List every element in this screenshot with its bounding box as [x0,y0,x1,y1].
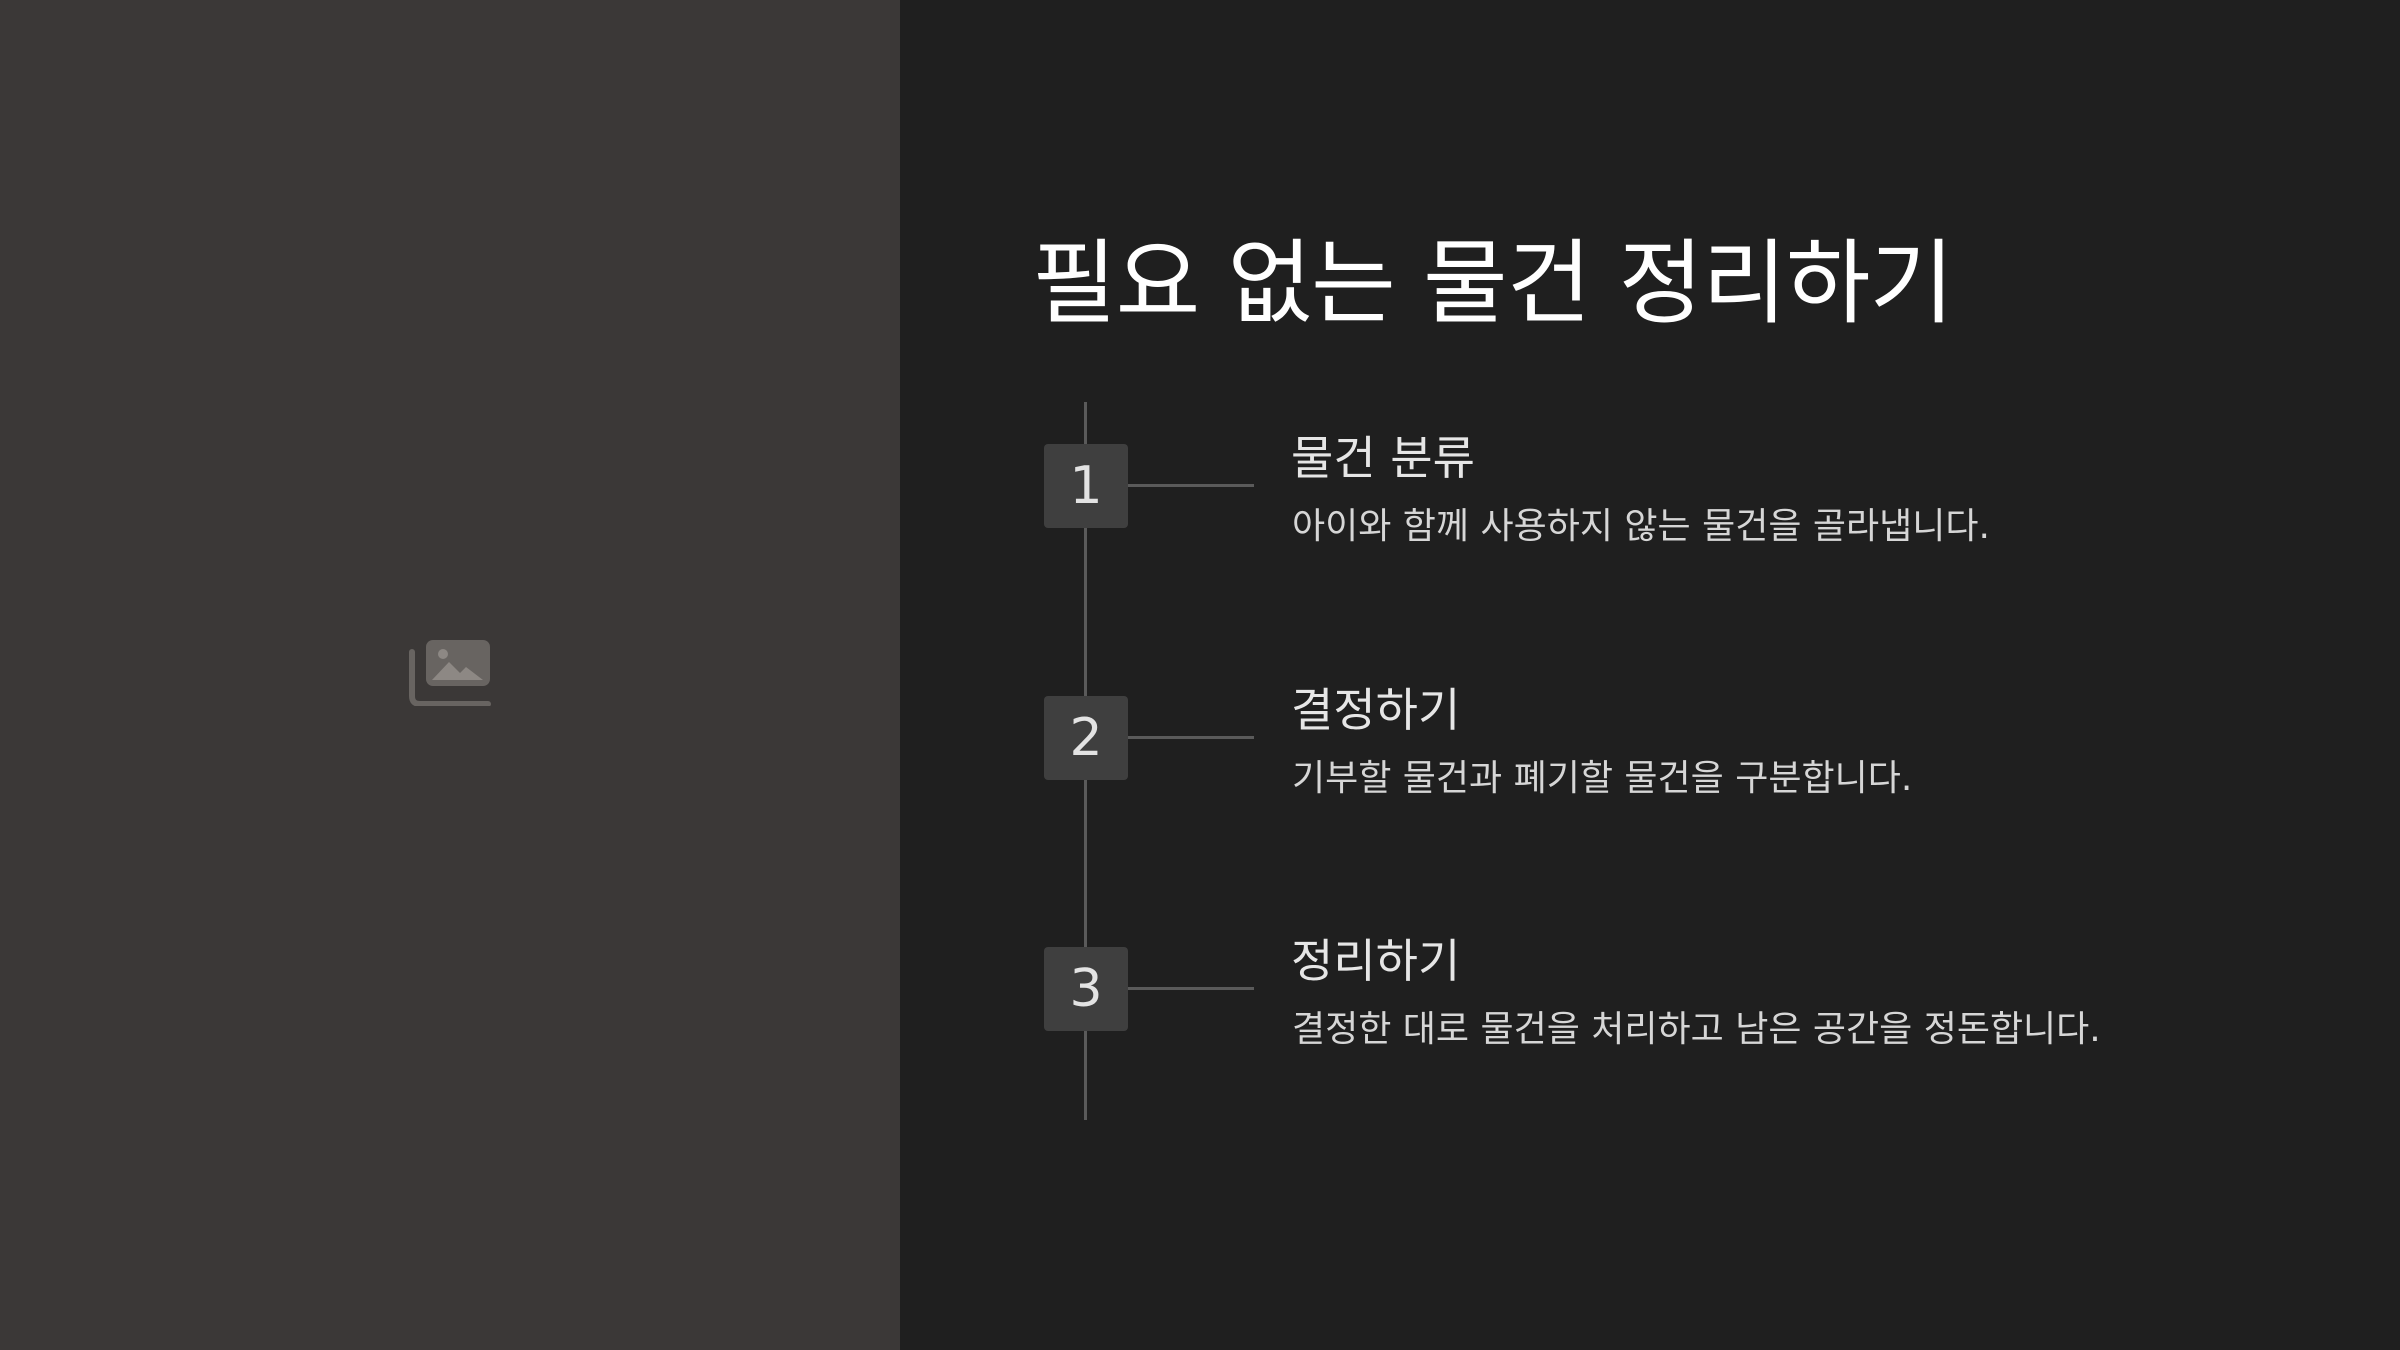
slide-title: 필요 없는 물건 정리하기 [1032,230,1954,337]
step-description: 아이와 함께 사용하지 않는 물건을 골라냅니다. [1292,506,1990,547]
step-title: 결정하기 [1291,683,1461,737]
timeline-step: 2 결정하기 기부할 물건과 폐기할 물건을 구분합니다. [0,683,2400,836]
step-number-badge: 2 [1044,696,1128,780]
timeline-step: 1 물건 분류 아이와 함께 사용하지 않는 물건을 골라냅니다. [0,431,2400,584]
step-connector-line [1128,736,1254,739]
image-stack-icon [409,640,491,706]
step-number-badge: 1 [1044,444,1128,528]
step-number-badge: 3 [1044,947,1128,1031]
step-description: 기부할 물건과 폐기할 물건을 구분합니다. [1292,758,1913,799]
step-connector-line [1128,987,1254,990]
left-image-panel [0,0,900,1350]
step-title: 물건 분류 [1291,431,1475,485]
step-description: 결정한 대로 물건을 처리하고 남은 공간을 정돈합니다. [1292,1009,2101,1050]
step-connector-line [1128,484,1254,487]
timeline-step: 3 정리하기 결정한 대로 물건을 처리하고 남은 공간을 정돈합니다. [0,934,2400,1087]
step-title: 정리하기 [1291,934,1461,988]
